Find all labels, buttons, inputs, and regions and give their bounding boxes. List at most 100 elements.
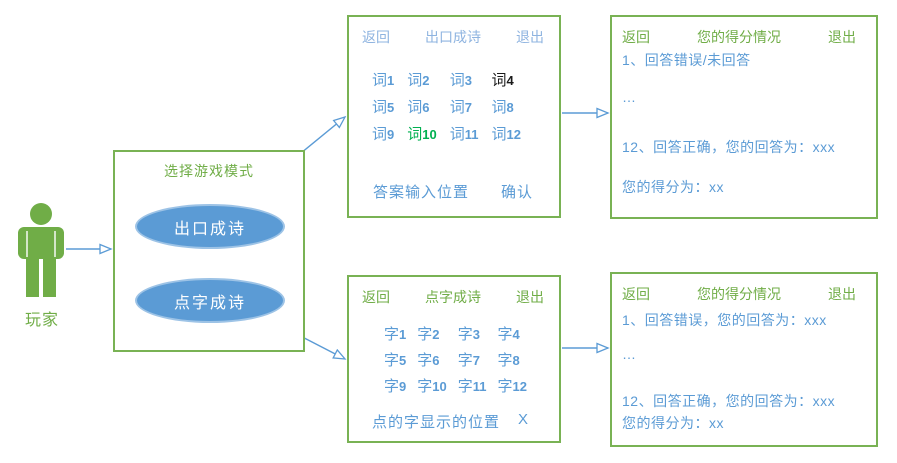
back-button[interactable]: 返回 <box>622 29 650 45</box>
exit-button[interactable]: 退出 <box>516 29 544 45</box>
word-cell[interactable]: 词9 <box>372 123 394 144</box>
mode-select-panel: 选择游戏模式 出口成诗 点字成诗 <box>113 150 305 352</box>
char-game-actions: 点的字显示的位置 X <box>372 411 529 432</box>
word-text: 词 <box>491 99 507 116</box>
char-cell[interactable]: 字11 <box>458 375 487 396</box>
word-cell[interactable]: 词4 <box>492 69 521 90</box>
char-score-title: 您的得分情况 <box>697 286 781 302</box>
word-text: 词 <box>449 126 465 143</box>
char-number: 2 <box>432 327 440 342</box>
char-number: 12 <box>512 379 527 394</box>
word-cell[interactable]: 词2 <box>407 69 436 90</box>
char-game-title: 点字成诗 <box>425 289 481 305</box>
score-line: 1、回答错误/未回答 <box>622 52 751 68</box>
tapped-char-position-label: 点的字显示的位置 <box>372 414 501 431</box>
word-score-header: 返回 您的得分情况 退出 <box>622 27 856 47</box>
char-cell[interactable]: 字3 <box>458 323 487 344</box>
char-number: 1 <box>399 327 407 342</box>
char-cell[interactable]: 字4 <box>498 323 527 344</box>
char-number: 10 <box>432 379 447 394</box>
word-text: 词 <box>449 99 465 116</box>
word-text: 词 <box>372 99 388 116</box>
word-cell[interactable]: 词10 <box>407 123 436 144</box>
char-number: 4 <box>512 327 520 342</box>
word-score-title: 您的得分情况 <box>697 29 781 45</box>
word-number: 6 <box>422 100 430 115</box>
char-text: 字 <box>417 378 433 395</box>
exit-button[interactable]: 退出 <box>516 289 544 305</box>
char-cell[interactable]: 字12 <box>498 375 527 396</box>
word-game-panel: 返回 出口成诗 退出 词1 词2 词3 词4 词5 词6 词7 词8 词9 词1… <box>347 15 561 218</box>
char-number: 3 <box>472 327 480 342</box>
char-cell[interactable]: 字2 <box>417 323 446 344</box>
score-line: 您的得分为：xx <box>622 415 724 431</box>
word-number: 12 <box>506 127 521 142</box>
word-game-actions: 答案输入位置 确认 <box>373 181 533 202</box>
char-cell[interactable]: 字10 <box>417 375 446 396</box>
char-text: 字 <box>497 326 513 343</box>
word-cell[interactable]: 词1 <box>372 69 394 90</box>
word-score-panel: 返回 您的得分情况 退出 1、回答错误/未回答 … 12、回答正确，您的回答为：… <box>610 15 878 219</box>
char-text: 字 <box>417 326 433 343</box>
char-text: 字 <box>384 378 400 395</box>
score-line: … <box>622 89 637 105</box>
score-line: 12、回答正确，您的回答为：xxx <box>622 393 836 409</box>
char-game-header: 返回 点字成诗 退出 <box>362 287 544 307</box>
char-text: 字 <box>457 378 473 395</box>
word-text: 词 <box>491 126 507 143</box>
exit-button[interactable]: 退出 <box>828 29 856 45</box>
word-number: 3 <box>464 73 472 88</box>
tapped-char-display[interactable]: X <box>517 411 529 428</box>
word-cell[interactable]: 词6 <box>407 96 436 117</box>
char-cell[interactable]: 字6 <box>417 349 446 370</box>
word-cell[interactable]: 词7 <box>450 96 479 117</box>
word-cell[interactable]: 词3 <box>450 69 479 90</box>
char-text: 字 <box>384 326 400 343</box>
back-button[interactable]: 返回 <box>362 29 390 45</box>
char-number: 5 <box>399 353 407 368</box>
back-button[interactable]: 返回 <box>622 286 650 302</box>
word-text: 词 <box>449 72 465 89</box>
mode-option-word-poem[interactable]: 出口成诗 <box>135 204 285 249</box>
confirm-button[interactable]: 确认 <box>500 184 533 201</box>
char-text: 字 <box>457 352 473 369</box>
word-cell[interactable]: 词5 <box>372 96 394 117</box>
char-text: 字 <box>384 352 400 369</box>
word-text: 词 <box>407 72 423 89</box>
word-cell[interactable]: 词12 <box>492 123 521 144</box>
word-cell[interactable]: 词11 <box>450 123 479 144</box>
char-score-panel: 返回 您的得分情况 退出 1、回答错误，您的回答为：xxx … 12、回答正确，… <box>610 272 878 447</box>
score-line: 1、回答错误，您的回答为：xxx <box>622 312 827 328</box>
exit-button[interactable]: 退出 <box>828 286 856 302</box>
word-text: 词 <box>372 72 388 89</box>
word-game-header: 返回 出口成诗 退出 <box>362 27 544 47</box>
word-game-title: 出口成诗 <box>425 29 481 45</box>
word-number: 10 <box>422 127 437 142</box>
char-cell[interactable]: 字5 <box>384 349 406 370</box>
back-button[interactable]: 返回 <box>362 289 390 305</box>
word-text: 词 <box>372 126 388 143</box>
char-text: 字 <box>497 352 513 369</box>
char-cell[interactable]: 字9 <box>384 375 406 396</box>
char-cell[interactable]: 字7 <box>458 349 487 370</box>
score-line: … <box>622 346 637 362</box>
char-number: 7 <box>472 353 480 368</box>
word-cell[interactable]: 词8 <box>492 96 521 117</box>
word-number: 8 <box>506 100 514 115</box>
person-icon <box>18 203 64 297</box>
actor-label: 玩家 <box>24 312 59 329</box>
char-text: 字 <box>497 378 513 395</box>
word-number: 9 <box>387 127 395 142</box>
char-number: 11 <box>472 379 487 394</box>
char-cell[interactable]: 字8 <box>498 349 527 370</box>
word-text: 词 <box>407 99 423 116</box>
word-text: 词 <box>407 126 423 143</box>
mode-select-title: 选择游戏模式 <box>164 163 254 179</box>
mode-option-char-poem[interactable]: 点字成诗 <box>135 278 285 323</box>
answer-input-label[interactable]: 答案输入位置 <box>373 184 470 201</box>
char-score-header: 返回 您的得分情况 退出 <box>622 284 856 304</box>
char-text: 字 <box>417 352 433 369</box>
player-actor: 玩家 <box>14 198 70 329</box>
char-cell[interactable]: 字1 <box>384 323 406 344</box>
